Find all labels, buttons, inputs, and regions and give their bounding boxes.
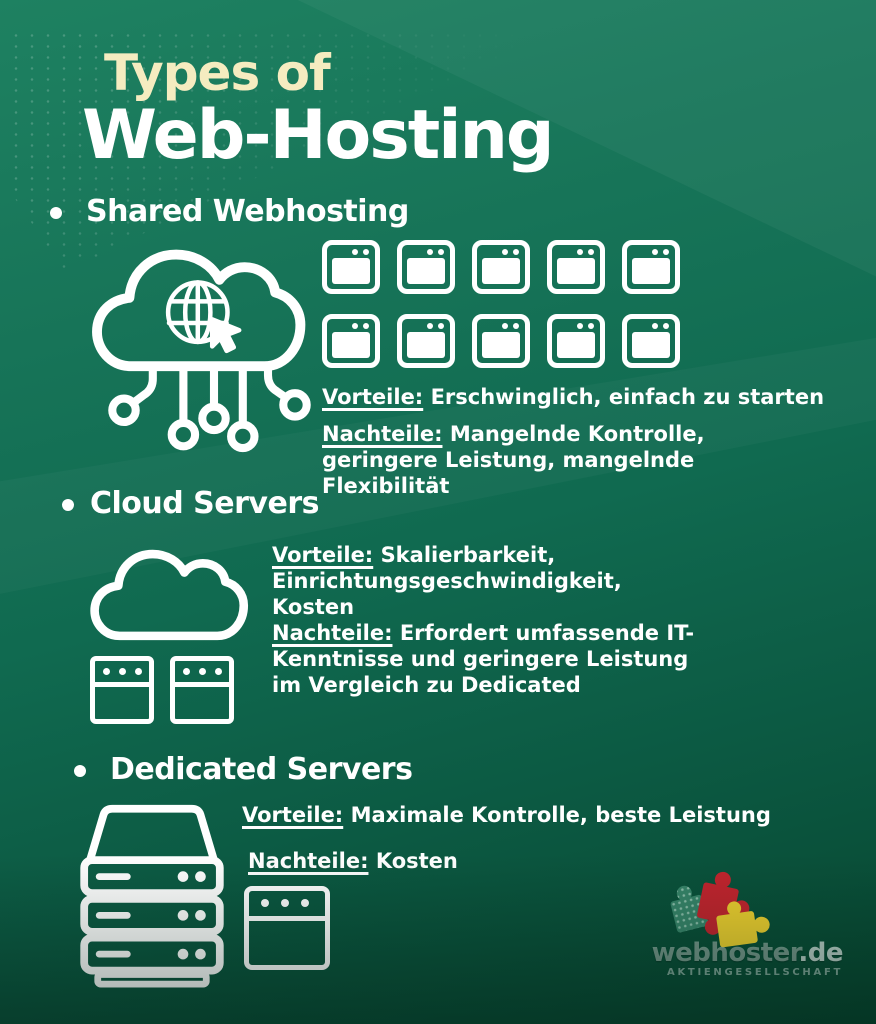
disadvantages-text: Nachteile:Mangelnde Kontrolle, geringere…	[322, 422, 705, 499]
page-title: Web-Hosting	[82, 96, 555, 175]
logo-tld: .de	[798, 938, 843, 968]
advantages-label: Vorteile:	[242, 803, 344, 827]
browser-window-icon	[397, 240, 455, 294]
advantages-text: Vorteile:Skalierbarkeit, Einrichtungsges…	[272, 543, 622, 620]
disadvantages-text: Nachteile:Kosten	[248, 849, 458, 873]
browser-window-icon	[322, 314, 380, 368]
section-heading-dedicated: Dedicated Servers	[110, 752, 413, 787]
disadvantages-label: Nachteile:	[248, 849, 369, 873]
bullet-icon	[50, 207, 62, 219]
puzzle-pieces-icon	[670, 871, 770, 948]
title-accent: Types of	[104, 44, 331, 102]
server-box-icon	[90, 656, 154, 724]
section-heading-shared: Shared Webhosting	[86, 194, 409, 229]
disadvantages-text: Nachteile:Erfordert umfassende IT-Kenntn…	[272, 621, 695, 698]
browser-window-icon	[547, 240, 605, 294]
logo-subtitle: AKTIENGESELLSCHAFT	[667, 967, 843, 978]
section-heading-cloud: Cloud Servers	[90, 486, 320, 521]
browser-window-icon	[244, 886, 330, 970]
disadvantages-label: Nachteile:	[322, 422, 443, 446]
advantages-label: Vorteile:	[322, 385, 424, 409]
logo-wordmark: webhoster.de	[651, 938, 844, 968]
bullet-icon	[62, 499, 74, 511]
browser-window-icon	[622, 240, 680, 294]
browser-window-icon	[622, 314, 680, 368]
server-box-icon	[170, 656, 234, 724]
server-stack-icon	[80, 804, 224, 988]
advantages-text: Vorteile:Maximale Kontrolle, beste Leist…	[242, 803, 771, 827]
advantages-text: Vorteile:Erschwinglich, einfach zu start…	[322, 385, 825, 409]
browser-window-icon	[472, 240, 530, 294]
bullet-icon	[74, 765, 86, 777]
browser-window-icon	[472, 314, 530, 368]
browser-window-icon	[397, 314, 455, 368]
disadvantages-label: Nachteile:	[272, 621, 393, 645]
browser-window-icon	[322, 240, 380, 294]
browser-window-icon	[547, 314, 605, 368]
cloud-network-icon	[92, 249, 311, 453]
cloud-icon	[90, 549, 249, 641]
advantages-label: Vorteile:	[272, 543, 374, 567]
